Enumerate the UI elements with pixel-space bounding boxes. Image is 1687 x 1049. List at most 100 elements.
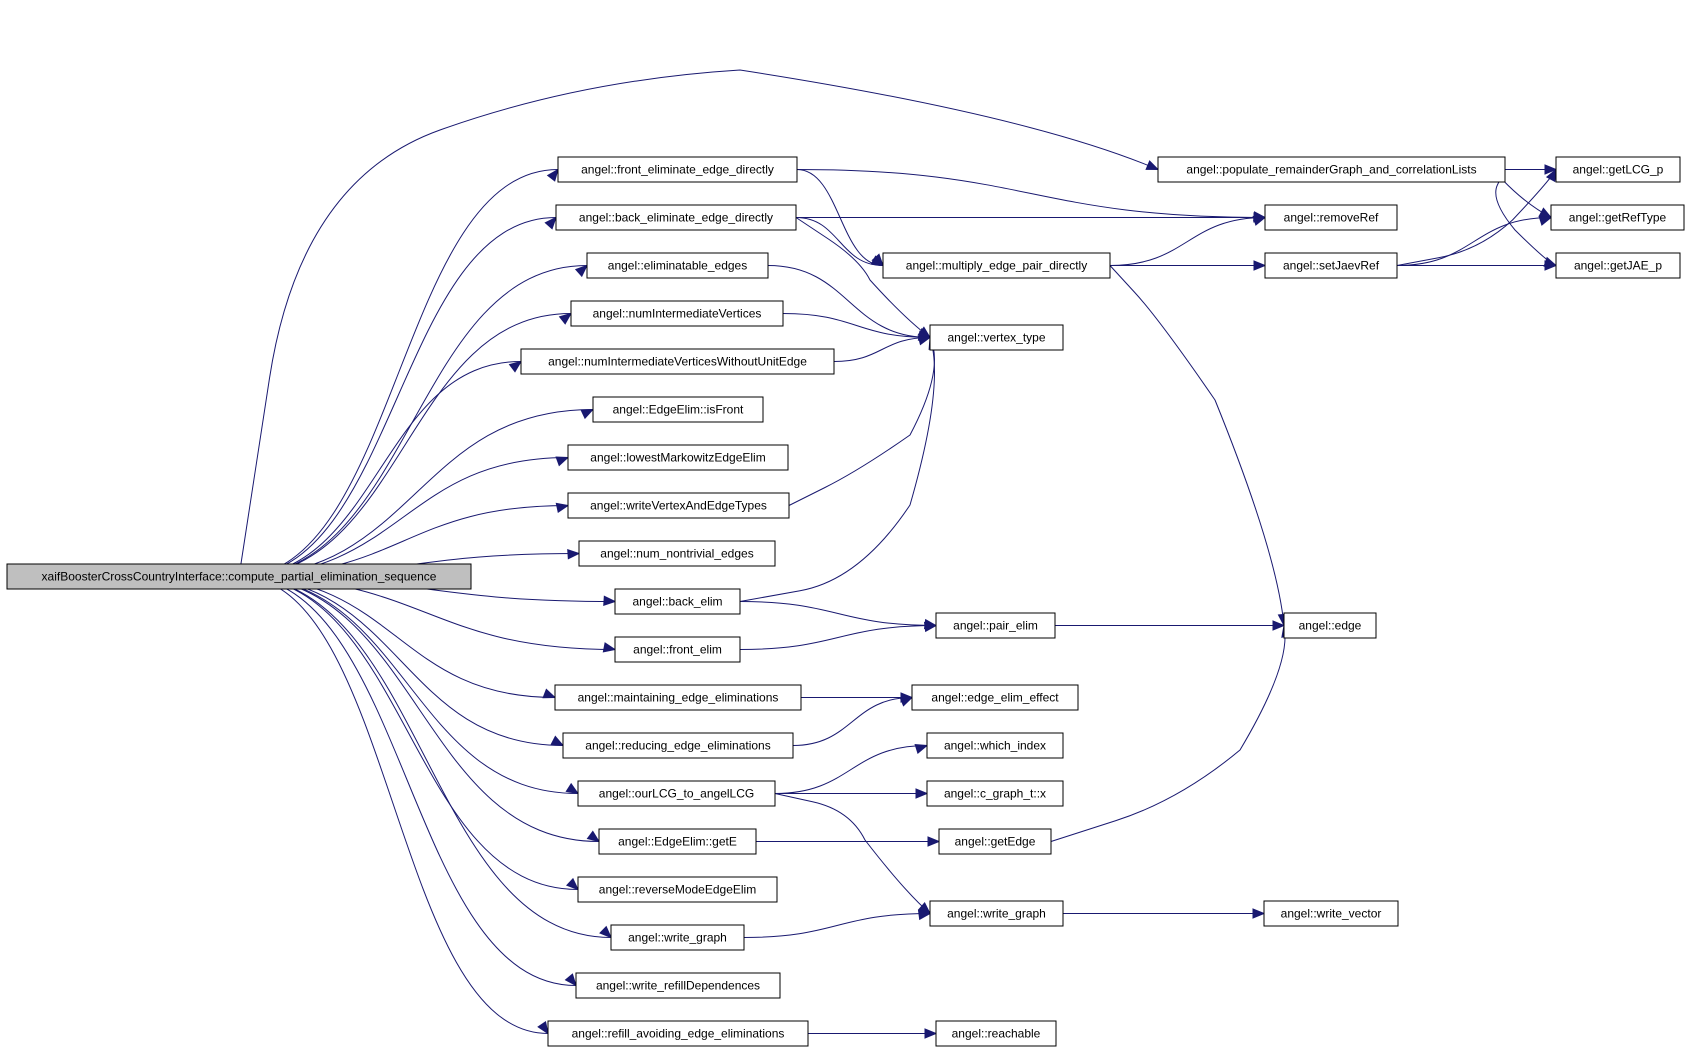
arrowhead-write_vector: [1252, 908, 1266, 919]
arrowhead-reachable: [924, 1028, 938, 1039]
node-box: [570, 300, 784, 327]
node-box: [935, 1020, 1057, 1047]
edge-ourLCG_to_angelLCG-to-write_graph_b: [774, 793, 931, 914]
node-edge[interactable]: angel::edge: [1283, 612, 1377, 639]
node-label: angel::write_vector: [1281, 907, 1382, 921]
node-write-graph-b[interactable]: angel::write_graph: [929, 900, 1064, 927]
node-maintaining-edge-eliminations[interactable]: angel::maintaining_edge_eliminations: [554, 684, 802, 711]
edge-root-to-write_refillDependences: [238, 576, 577, 986]
node-label: angel::write_graph: [947, 907, 1046, 921]
arrowhead-edge_elim_effect: [899, 696, 914, 707]
edge-root-to-EdgeElim_getE: [238, 576, 600, 842]
edge-back_elim-to-pair_elim: [739, 601, 937, 626]
node-label: angel::numIntermediateVerticesWithoutUni…: [548, 355, 807, 369]
node-reducing-edge-eliminations[interactable]: angel::reducing_edge_eliminations: [562, 732, 794, 759]
node-box: [567, 492, 790, 519]
edge-numIntermediateVertices-to-vertex_type: [782, 313, 931, 338]
arrowhead-num_nontrivial_edges: [567, 549, 581, 560]
arrowhead-c_graph_t_x: [915, 788, 929, 799]
node-box: [578, 540, 776, 567]
node-box: [6, 563, 472, 590]
node-which-index[interactable]: angel::which_index: [926, 732, 1064, 759]
node-getRefType[interactable]: angel::getRefType: [1550, 204, 1685, 231]
node-vertex-type[interactable]: angel::vertex_type: [929, 324, 1064, 351]
arrowhead-back_elim: [603, 595, 617, 606]
node-back-eliminate-edge-directly[interactable]: angel::back_eliminate_edge_directly: [555, 204, 797, 231]
node-removeRef[interactable]: angel::removeRef: [1264, 204, 1398, 231]
node-back-elim[interactable]: angel::back_elim: [614, 588, 741, 615]
node-c-graph-t-x[interactable]: angel::c_graph_t::x: [926, 780, 1064, 807]
node-label: angel::maintaining_edge_eliminations: [578, 691, 779, 705]
edge-front_eliminate_edge_directly-to-removeRef: [796, 169, 1266, 218]
node-setJaevRef[interactable]: angel::setJaevRef: [1264, 252, 1398, 279]
arrowhead-removeRef: [1252, 215, 1267, 226]
node-label: angel::reducing_edge_eliminations: [585, 739, 770, 753]
node-reachable[interactable]: angel::reachable: [935, 1020, 1057, 1047]
node-reverseModeEdgeElim[interactable]: angel::reverseModeEdgeElim: [577, 876, 778, 903]
node-getLCG-p[interactable]: angel::getLCG_p: [1555, 156, 1681, 183]
node-refill-avoiding-edge-eliminations[interactable]: angel::refill_avoiding_edge_eliminations: [547, 1020, 809, 1047]
node-label: angel::writeVertexAndEdgeTypes: [590, 499, 767, 513]
node-label: angel::removeRef: [1284, 211, 1379, 225]
node-label: angel::pair_elim: [953, 619, 1038, 633]
node-label: angel::reverseModeEdgeElim: [599, 883, 756, 897]
node-box: [554, 684, 802, 711]
arrowhead-EdgeElim_getE: [586, 830, 601, 843]
node-box: [577, 780, 776, 807]
edge-back_eliminate_edge_directly-to-multiply_edge_pair_directly: [795, 217, 884, 266]
node-label: angel::back_elim: [632, 595, 722, 609]
node-label: angel::write_graph: [628, 931, 727, 945]
arrowhead-write_graph_b: [917, 909, 932, 921]
node-box: [882, 252, 1111, 279]
node-box: [929, 900, 1064, 927]
node-box: [1263, 900, 1399, 927]
edge-back_elim-to-vertex_type: [739, 337, 935, 602]
arrowhead-getEdge: [927, 836, 941, 847]
arrowhead-lowestMarkowitzEdgeElim: [555, 456, 570, 467]
edge-setJaevRef-to-getRefType: [1396, 217, 1552, 266]
node-box: [1555, 252, 1681, 279]
arrowhead-write_refillDependences: [564, 973, 577, 987]
node-label: angel::eliminatable_edges: [608, 259, 747, 273]
node-write-vector[interactable]: angel::write_vector: [1263, 900, 1399, 927]
arrowhead-vertex_type: [917, 335, 932, 346]
node-box: [598, 828, 757, 855]
node-eliminatable-edges[interactable]: angel::eliminatable_edges: [586, 252, 769, 279]
arrowhead-getLCG_p: [1544, 164, 1558, 175]
edge-multiply_edge_pair_directly-to-removeRef: [1109, 217, 1266, 266]
node-box: [938, 828, 1052, 855]
node-EdgeElim-isFront[interactable]: angel::EdgeElim::isFront: [592, 396, 764, 423]
node-label: angel::which_index: [944, 739, 1046, 753]
node-populate-remainderGraph[interactable]: angel::populate_remainderGraph_and_corre…: [1157, 156, 1506, 183]
arrowhead-front_eliminate_edge_directly: [546, 168, 559, 182]
node-pair-elim[interactable]: angel::pair_elim: [935, 612, 1056, 639]
node-writeVertexAndEdgeTypes[interactable]: angel::writeVertexAndEdgeTypes: [567, 492, 790, 519]
node-label: angel::getRefType: [1569, 211, 1667, 225]
node-label: angel::front_elim: [633, 643, 722, 657]
node-numIntermediateVerticesWithoutUnitEdge[interactable]: angel::numIntermediateVerticesWithoutUni…: [520, 348, 835, 375]
node-num-nontrivial-edges[interactable]: angel::num_nontrivial_edges: [578, 540, 776, 567]
node-edge-elim-effect[interactable]: angel::edge_elim_effect: [911, 684, 1079, 711]
node-root[interactable]: xaifBoosterCrossCountryInterface::comput…: [6, 563, 472, 590]
node-front-elim[interactable]: angel::front_elim: [614, 636, 741, 663]
node-box: [1157, 156, 1506, 183]
node-box: [911, 684, 1079, 711]
node-getEdge[interactable]: angel::getEdge: [938, 828, 1052, 855]
node-ourLCG-to-angelLCG[interactable]: angel::ourLCG_to_angelLCG: [577, 780, 776, 807]
node-numIntermediateVertices[interactable]: angel::numIntermediateVertices: [570, 300, 784, 327]
node-label: angel::edge_elim_effect: [931, 691, 1059, 705]
node-write-graph-a[interactable]: angel::write_graph: [610, 924, 745, 951]
node-getJAE-p[interactable]: angel::getJAE_p: [1555, 252, 1681, 279]
edge-getEdge-to-edge: [1050, 625, 1286, 842]
edge-setJaevRef-to-getLCG_p: [1396, 169, 1557, 266]
node-multiply-edge-pair-directly[interactable]: angel::multiply_edge_pair_directly: [882, 252, 1111, 279]
arrowhead-ourLCG_to_angelLCG: [565, 782, 580, 795]
edge-root-to-maintaining_edge_eliminations: [238, 576, 556, 698]
node-front-eliminate-edge-directly[interactable]: angel::front_eliminate_edge_directly: [557, 156, 798, 183]
edge-ourLCG_to_angelLCG-to-which_index: [774, 745, 928, 794]
node-lowestMarkowitzEdgeElim[interactable]: angel::lowestMarkowitzEdgeElim: [567, 444, 789, 471]
arrowhead-getLCG_p: [1545, 168, 1557, 183]
node-write-refillDependences[interactable]: angel::write_refillDependences: [575, 972, 781, 999]
node-EdgeElim-getE[interactable]: angel::EdgeElim::getE: [598, 828, 757, 855]
edge-root-to-numIntermediateVerticesWithoutUnitEdge: [238, 361, 522, 577]
